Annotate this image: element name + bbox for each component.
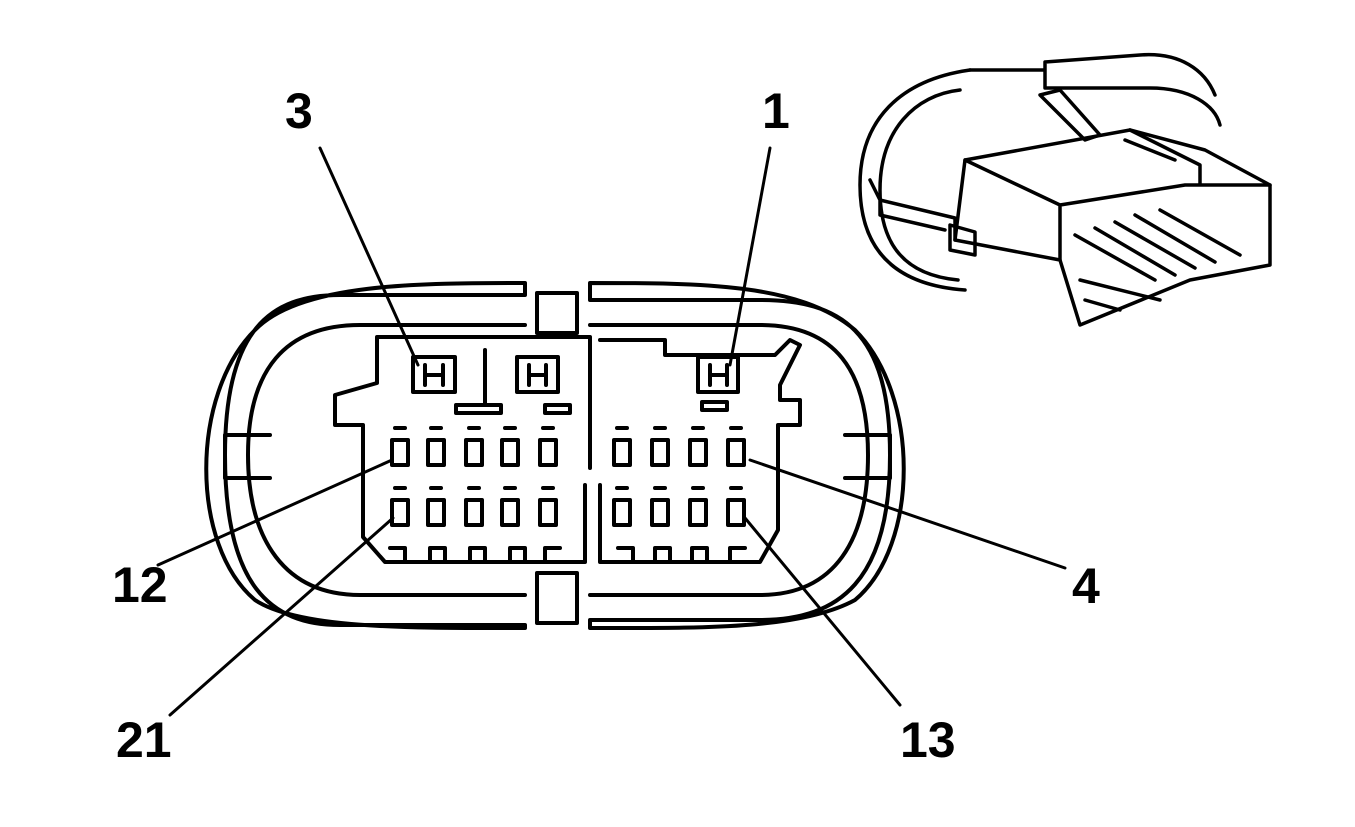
pin-labels: 3 1 12 4 21 13 [112, 83, 1100, 768]
key-slot-top [535, 291, 579, 335]
leader-3 [318, 146, 420, 367]
terminal-row-lower [390, 486, 746, 527]
iso-housing-back [858, 68, 972, 292]
housing-ring-right [588, 323, 870, 597]
iso-latch [1038, 88, 1177, 162]
iso-top-face [963, 128, 1272, 262]
pin-label-4: 4 [1072, 558, 1100, 614]
connector-face [204, 281, 906, 631]
leader-1 [728, 146, 772, 367]
latch-right [843, 433, 892, 480]
locator-bar-3 [700, 400, 729, 412]
pin-label-21: 21 [116, 712, 172, 768]
cavity-block-left [333, 335, 592, 564]
housing-ring-left [246, 323, 527, 597]
terminal-1 [696, 355, 740, 394]
pin-label-12: 12 [112, 557, 168, 613]
key-slot-bottom [535, 571, 579, 625]
connector-iso-view [858, 52, 1272, 327]
terminal-row-upper [390, 426, 746, 467]
leader-13 [743, 516, 902, 707]
leader-4 [748, 458, 1067, 570]
iso-body [953, 128, 1272, 327]
pin-label-1: 1 [762, 83, 790, 139]
bottom-comb [388, 546, 747, 562]
locator-bar-1 [454, 403, 503, 415]
callout-lines [156, 146, 1067, 717]
locator-bar-2 [543, 403, 572, 415]
terminal-middle [515, 355, 560, 394]
iso-side-tab [948, 223, 977, 257]
iso-front-rim [868, 178, 957, 242]
latch-left [223, 433, 272, 480]
iso-slots [1073, 208, 1242, 312]
leader-12 [156, 458, 394, 567]
housing-outer-left [204, 281, 527, 631]
leader-21 [168, 516, 395, 717]
terminal-3 [411, 355, 457, 394]
iso-housing-top [968, 52, 1222, 127]
pin-label-3: 3 [285, 83, 313, 139]
housing-outer-right [588, 281, 906, 631]
pin-label-13: 13 [900, 712, 956, 768]
